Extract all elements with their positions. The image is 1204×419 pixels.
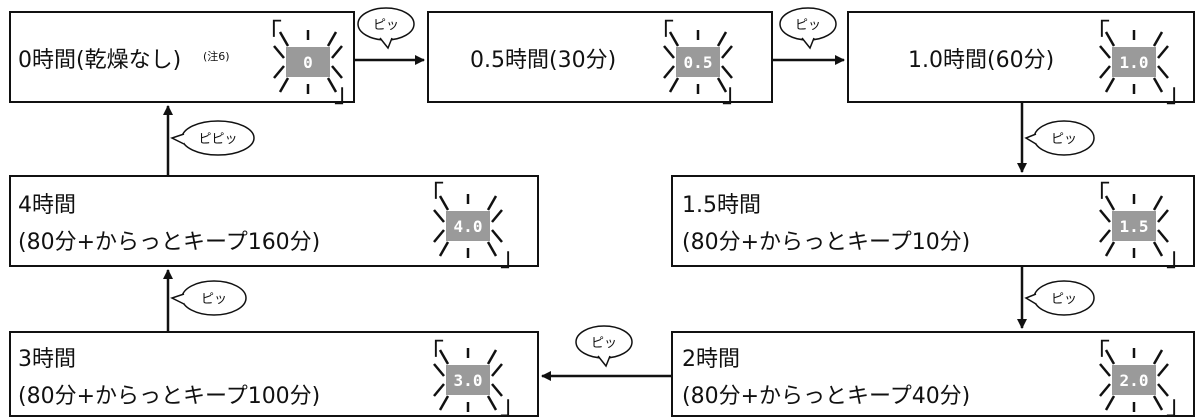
lcd-value-0_5h: 0.5 [684,53,713,72]
beep-bubble-5: ピッ [575,325,633,368]
lcd-value-1_0h: 1.0 [1120,53,1149,72]
beep-bubble-7: ピピッ [170,120,255,156]
beep-text-4: ピッ [1051,292,1077,307]
lcd-1_0h [1112,47,1156,77]
beep-bubble-3: ピッ [1024,120,1095,156]
lcd-value-2h: 2.0 [1120,371,1149,390]
bracket-close-1_5h: 」 [1166,243,1192,273]
bracket-close-4h: 」 [500,243,526,273]
lcd-1_5h [1112,211,1156,241]
step-box-1_0h: 1.0時間(60分) 「 1.0 」 [847,11,1195,109]
bracket-close-3h: 」 [500,391,526,419]
step-label-0_5h: 0.5時間(30分) [470,48,616,73]
beep-bubble-6: ピッ [170,280,247,316]
beep-bubble-2: ピッ [779,7,837,50]
step-label-4h: 4時間 [18,193,76,218]
bracket-open-1_5h: 「 [1084,181,1110,211]
step-box-3h: 3時間 (80分+からっとキープ100分) 「 3.0 」 [9,331,539,419]
beep-bubble-1: ピッ [357,7,415,50]
step-note-0h: (注6) [203,49,230,63]
step-box-0_5h: 0.5時間(30分) 「 0.5 」 [427,11,773,109]
lcd-0_5h [676,47,720,77]
bracket-close-0h: 」 [334,79,360,109]
lcd-0h [286,47,330,77]
beep-bubble-4: ピッ [1024,280,1095,316]
beep-text-6: ピッ [201,292,227,307]
step-label-2h: 2時間 [682,347,740,372]
lcd-value-4h: 4.0 [454,217,483,236]
step-box-0h: 0時間(乾燥なし) (注6) 「 0 」 [9,11,360,109]
beep-text-2: ピッ [795,18,821,33]
bracket-open-1_0h: 「 [1084,19,1110,49]
beep-text-3: ピッ [1051,132,1077,147]
bracket-open-3h: 「 [418,339,444,369]
step-label-3h: 3時間 [18,347,76,372]
step-label-1_5h: 1.5時間 [682,193,761,218]
lcd-4h [446,211,490,241]
lcd-value-0h: 0 [303,53,313,72]
beep-text-7: ピピッ [198,132,237,147]
bracket-close-1_0h: 」 [1166,79,1192,109]
lcd-value-3h: 3.0 [454,371,483,390]
step-detail-4h: (80分+からっとキープ160分) [18,230,320,255]
bracket-open-0h: 「 [256,19,282,49]
lcd-3h [446,365,490,395]
bracket-open-2h: 「 [1084,339,1110,369]
step-label-1_0h: 1.0時間(60分) [908,48,1054,73]
step-detail-3h: (80分+からっとキープ100分) [18,384,320,409]
beep-text-5: ピッ [591,336,617,351]
bracket-open-4h: 「 [418,181,444,211]
step-box-1_5h: 1.5時間 (80分+からっとキープ10分) 「 1.5 」 [671,175,1195,273]
bracket-close-0_5h: 」 [722,79,748,109]
bracket-open-0_5h: 「 [648,19,674,49]
step-box-4h: 4時間 (80分+からっとキープ160分) 「 4.0 」 [9,175,539,273]
bracket-close-2h: 」 [1166,391,1192,419]
step-detail-1_5h: (80分+からっとキープ10分) [682,230,970,255]
step-label-0h: 0時間(乾燥なし) [18,48,181,73]
step-detail-2h: (80分+からっとキープ40分) [682,384,970,409]
lcd-2h [1112,365,1156,395]
beep-text-1: ピッ [373,18,399,33]
lcd-value-1_5h: 1.5 [1120,217,1149,236]
step-box-2h: 2時間 (80分+からっとキープ40分) 「 2.0 」 [671,331,1195,419]
